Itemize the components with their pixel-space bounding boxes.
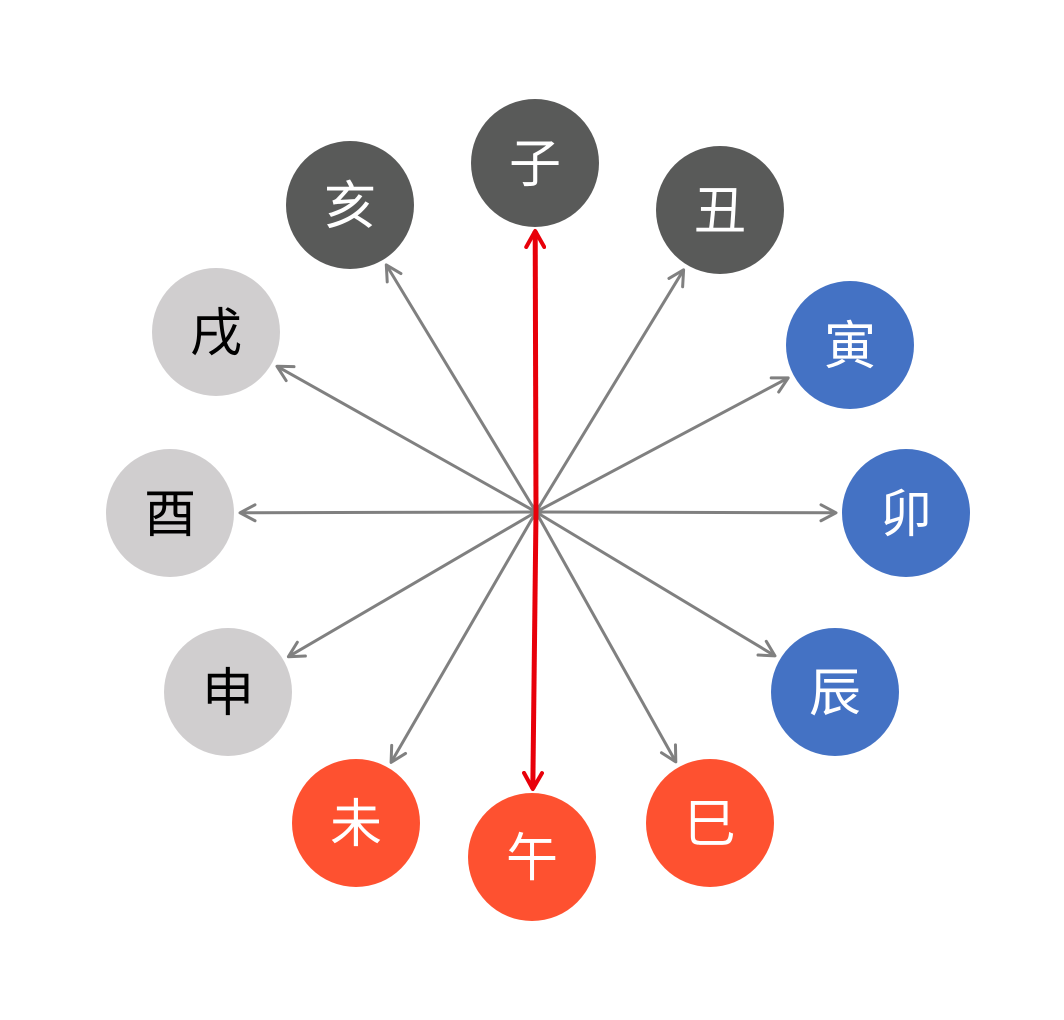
branch-circle-chou (656, 146, 784, 274)
branch-node-wei: 未 (292, 759, 420, 887)
branch-label-hai: 亥 (324, 177, 376, 237)
branch-node-si: 巳 (646, 759, 774, 887)
branch-label-yin: 寅 (824, 317, 876, 377)
branch-circle-hai (286, 141, 414, 269)
branch-node-yin: 寅 (786, 281, 914, 409)
arrow-to-hai (384, 263, 538, 513)
highlight-arrow-to-zi (524, 229, 547, 513)
branch-circle-zi (471, 99, 599, 227)
branch-label-chou: 丑 (694, 182, 746, 242)
branch-node-xu: 戌 (152, 268, 280, 396)
arrows-layer (238, 229, 838, 791)
arrow-to-you (238, 503, 537, 523)
branch-node-zi: 子 (471, 99, 599, 227)
branch-node-wu: 午 (468, 793, 596, 921)
branch-circle-yin (786, 281, 914, 409)
arrow-to-si (534, 511, 678, 764)
branch-circle-wu (468, 793, 596, 921)
branch-node-you: 酉 (106, 449, 234, 577)
branch-circle-wei (292, 759, 420, 887)
branch-label-si: 巳 (684, 795, 736, 855)
arrow-to-wei (389, 511, 538, 764)
branch-label-shen: 申 (202, 664, 254, 724)
branch-node-chen: 辰 (771, 628, 899, 756)
arrow-to-chou (534, 268, 686, 513)
branch-circle-si (646, 759, 774, 887)
branch-circle-xu (152, 268, 280, 396)
branch-circle-you (106, 449, 234, 577)
arrow-to-mao (535, 503, 838, 523)
arrow-to-chen (535, 510, 777, 658)
branch-label-you: 酉 (144, 485, 196, 545)
branch-circle-mao (842, 449, 970, 577)
branch-label-xu: 戌 (190, 304, 242, 364)
branch-circle-shen (164, 628, 292, 756)
branch-label-mao: 卯 (880, 485, 932, 545)
branch-node-shen: 申 (164, 628, 292, 756)
branch-circle-chen (771, 628, 899, 756)
arrow-to-yin (535, 376, 790, 514)
branch-node-hai: 亥 (286, 141, 414, 269)
branch-node-chou: 丑 (656, 146, 784, 274)
branch-label-zi: 子 (509, 135, 561, 195)
highlight-arrow-to-wu (521, 511, 544, 791)
branch-label-wu: 午 (506, 829, 558, 889)
branch-node-mao: 卯 (842, 449, 970, 577)
branch-label-chen: 辰 (809, 664, 861, 724)
arrow-to-xu (275, 364, 537, 514)
branch-label-wei: 未 (330, 795, 382, 855)
arrow-to-shen (286, 510, 537, 659)
